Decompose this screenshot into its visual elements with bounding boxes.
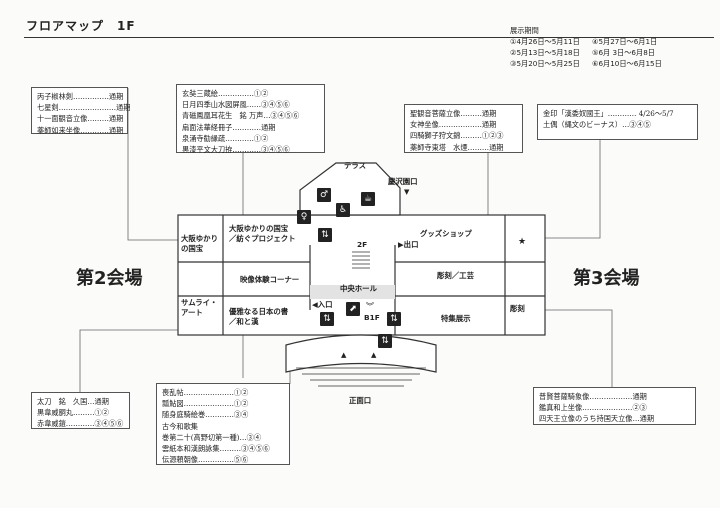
central-hall-label: 中央ホール (340, 284, 377, 293)
room-label-line: の国宝 (181, 244, 204, 253)
room-label-line: ／紡ぐプロジェクト (229, 234, 296, 243)
exhibit-list-right-top: 金印「漢委奴國王」………… 4/26～5/7 土偶（縄文のビーナス）…③④⑤ (537, 104, 698, 140)
exhibit-list-mid-right: 聖観音菩薩立像………通期 女神坐像………………通期 四騎獅子狩文錦………①②③ … (404, 104, 523, 153)
exhibit-item: 喪乱帖…………………①② (162, 388, 249, 397)
samurai-art-room: サムライ・ アート (181, 298, 217, 318)
restroom-male-icon: ♂ (317, 188, 331, 202)
room-label-line: 大阪ゆかりの国宝 (229, 224, 289, 233)
up-arrow-icon: ▲ (371, 351, 377, 359)
entrance-label: ◀入口 (312, 300, 333, 309)
escalator-icon: ⬈ (346, 302, 360, 316)
exhibit-item: 女神坐像………………通期 (410, 120, 497, 130)
exhibition-periods: 展示期間 ①4月26日～5月11日 ④5月27日～6月1日 ②5月13日～5月1… (510, 25, 692, 69)
exhibit-item: 雲紙本和漢朗詠集………③④⑤⑥ (162, 444, 270, 454)
exhibit-list-center-top: 玄奘三蔵絵……………①② 日月四季山水図屏風……③④⑤⑥ 青磁鳳凰耳花生 銘 万… (176, 84, 325, 155)
keitakuen-entrance-label: 慶沢園口 (388, 177, 418, 186)
exhibit-item: 泉涌寺勧縁疏…………①② (182, 133, 269, 143)
period-item: ⑤6月 3日～6月8日 (592, 48, 655, 57)
exhibit-item: 日月四季山水図屏風……③④⑤⑥ (182, 100, 290, 110)
hall-2-label: 第2会場 (76, 268, 143, 289)
osaka-kokuho-room: 大阪ゆかり の国宝 (181, 234, 218, 254)
floor-b1f-label: B1F (364, 313, 380, 322)
room-label-line: 優雅なる日本の書 (229, 307, 289, 316)
period-item: ⑥6月10日～6月15日 (592, 59, 662, 68)
exhibit-item: 随身庭騎絵巻…………③④ (162, 410, 249, 420)
exhibit-item: 黒漆平文大刀拵…………③④⑤⑥ (182, 145, 290, 155)
exhibit-item: 玄奘三蔵絵……………①② (182, 89, 269, 98)
periods-grid: ①4月26日～5月11日 ④5月27日～6月1日 ②5月13日～5月18日 ⑤6… (510, 36, 692, 69)
exhibit-item: 黒韋威胴丸………①② (37, 408, 109, 418)
cafe-icon: ☕ (361, 192, 375, 206)
exhibit-item: 赤韋威鎧…………③④⑤⑥ (37, 419, 124, 429)
exhibit-item: 普賢菩薩騎象像………………通期 (539, 392, 647, 401)
periods-heading: 展示期間 (510, 26, 539, 35)
restroom-female-icon: ♀ (297, 210, 311, 224)
room-label-line: アート (181, 308, 203, 317)
period-item: ④5月27日～6月1日 (592, 37, 658, 46)
wheelchair-icon: ♿ (336, 203, 350, 217)
title-divider (24, 37, 714, 38)
exhibit-item: 伝源頼朝像……………⑤⑥ (162, 455, 249, 465)
sculpture-craft-label: 彫刻／工芸 (437, 271, 474, 280)
exhibit-item: 丙子椒林剣……………通期 (37, 92, 124, 101)
exhibit-item: 巻第二十(高野切第一種)…③④ (162, 432, 262, 442)
sculpture-label: 彫刻 (510, 304, 525, 313)
exhibit-item: 金印「漢委奴國王」………… 4/26～5/7 (543, 109, 674, 118)
period-item: ①4月26日～5月11日 (510, 37, 580, 46)
room-label-line: 大阪ゆかり (181, 234, 218, 243)
period-item: ②5月13日～5月18日 (510, 48, 580, 57)
exhibit-item: 土偶（縄文のビーナス）…③④⑤ (543, 120, 651, 130)
hall-3-label: 第3会場 (573, 268, 640, 289)
eizo-corner-label: 映像体験コーナー (240, 275, 300, 284)
exhibit-item: 七星剣……………………通期 (37, 103, 131, 113)
up-arrow-icon: ▲ (341, 351, 347, 359)
room-label-line: ／和と漢 (229, 317, 259, 326)
keitakuen-arrow-icon: ▼ (404, 188, 410, 196)
exhibit-item: 太刀 銘 久国…通期 (37, 397, 109, 406)
exhibit-list-center-bottom: 喪乱帖…………………①② 瓢鮎図…………………①② 随身庭騎絵巻…………③④ 古… (156, 383, 290, 465)
elevator-icon: ⇅ (320, 312, 334, 326)
exhibit-item: 四騎獅子狩文錦………①②③ (410, 131, 504, 141)
exhibit-list-left-top: 丙子椒林剣……………通期 七星剣……………………通期 十一面観音立像………通期 … (31, 87, 131, 135)
main-entrance-label: 正面口 (349, 396, 372, 405)
down-chevron-icon: ︾ (366, 302, 374, 311)
special-exhibit-label: 特集展示 (441, 314, 471, 323)
exhibit-item: 四天王立像のうち持国天立像…通期 (539, 414, 655, 424)
period-item: ③5月20日～5月25日 (510, 59, 580, 68)
exhibit-item: 薬師如来坐像…………通期 (37, 125, 124, 135)
exhibit-list-left-bottom: 太刀 銘 久国…通期 黒韋威胴丸………①② 赤韋威鎧…………③④⑤⑥ (31, 392, 130, 429)
exhibit-list-right-bottom: 普賢菩薩騎象像………………通期 鑑真和上坐像…………………②③ 四天王立像のうち… (533, 387, 696, 425)
exhibit-item: 瓢鮎図…………………①② (162, 399, 249, 409)
exhibit-item: 薬師寺東塔 水煙………通期 (410, 142, 504, 152)
terrace-label: テラス (344, 161, 367, 170)
floor-2f-label: 2F (357, 240, 368, 249)
yuga-room: 優雅なる日本の書 ／和と漢 (229, 307, 288, 327)
goods-shop-label: グッズショップ (420, 229, 472, 238)
exhibit-item: 古今和歌集 (162, 421, 198, 431)
elevator-icon: ⇅ (318, 228, 332, 242)
star-icon: ★ (518, 237, 527, 247)
osaka-project-room: 大阪ゆかりの国宝 ／紡ぐプロジェクト (229, 224, 296, 244)
page-title: フロアマップ 1F (26, 19, 136, 33)
exhibit-item: 鑑真和上坐像…………………②③ (539, 403, 647, 413)
exhibit-item: 扇面法華経冊子…………通期 (182, 122, 276, 132)
elevator-icon: ⇅ (378, 334, 392, 348)
elevator-icon: ⇅ (387, 312, 401, 326)
exhibit-item: 聖観音菩薩立像………通期 (410, 109, 497, 118)
exhibit-item: 十一面観音立像………通期 (37, 114, 124, 124)
exit-label: ▶出口 (398, 240, 419, 249)
exhibit-item: 青磁鳳凰耳花生 銘 万声…③④⑤⑥ (182, 111, 300, 121)
room-label-line: サムライ・ (181, 298, 218, 307)
